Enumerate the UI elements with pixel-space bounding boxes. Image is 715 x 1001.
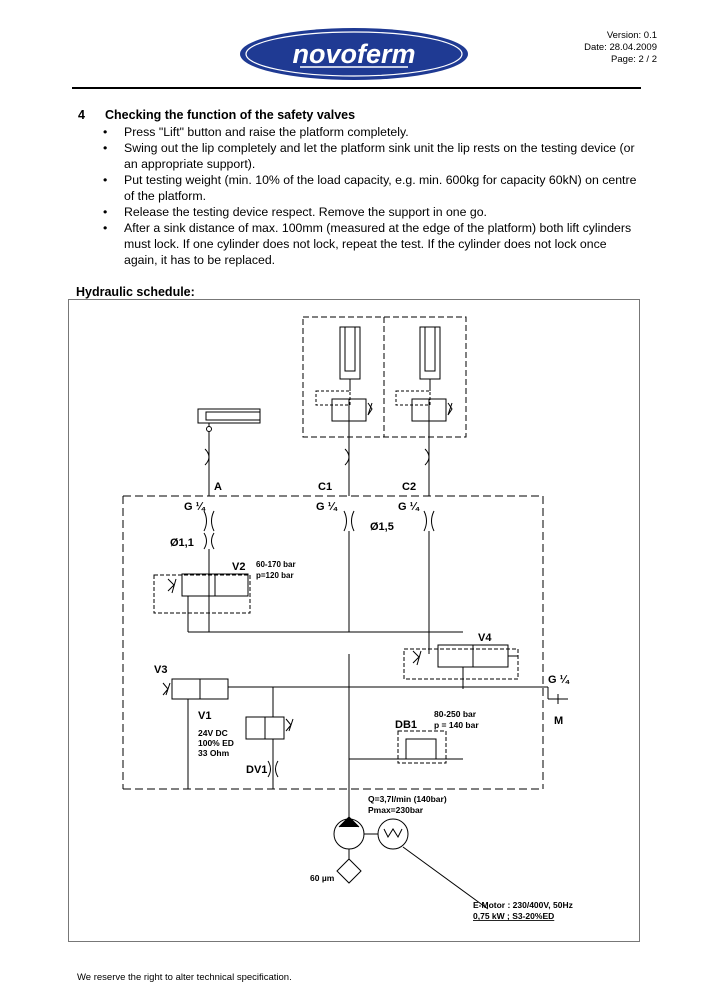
- hydraulic-schematic: A C1 C2 G ¼ G ¼ G ¼ Ø1,5 Ø1,1 V2 60-170 …: [122, 316, 573, 921]
- pump-flow: Q=3,7l/min (140bar): [368, 794, 447, 804]
- db1-setting: p = 140 bar: [434, 720, 479, 730]
- version-text: Version: 0.1: [606, 30, 657, 41]
- list-item: Press "Lift" button and raise the platfo…: [103, 124, 643, 140]
- port-c2-label: C2: [402, 481, 416, 493]
- list-item: After a sink distance of max. 100mm (mea…: [103, 220, 643, 268]
- list-item: Put testing weight (min. 10% of the load…: [103, 172, 643, 204]
- document-meta: Version: 0.1 Date: 28.04.2009 Page: 2 / …: [584, 30, 657, 66]
- section-heading: 4 Checking the function of the safety val…: [78, 108, 355, 122]
- hydraulic-title: Hydraulic schedule:: [76, 285, 195, 299]
- orifice-a-label: Ø1,1: [170, 537, 194, 549]
- list-item: Release the testing device respect. Remo…: [103, 204, 643, 220]
- v1-spec-voltage: 24V DC: [198, 728, 228, 738]
- novoferm-logo: novoferm: [240, 28, 468, 80]
- date-text: Date: 28.04.2009: [584, 42, 657, 53]
- page-number: Page: 2 / 2: [611, 54, 657, 65]
- section-number: 4: [78, 108, 85, 122]
- motor-spec-1: E-Motor : 230/400V, 50Hz: [473, 900, 573, 910]
- v1-label: V1: [198, 710, 211, 722]
- g-c1-label: G ¼: [316, 501, 338, 513]
- orifice-c-label: Ø1,5: [370, 521, 394, 533]
- port-a-label: A: [214, 481, 222, 493]
- pump-pmax: Pmax=230bar: [368, 805, 424, 815]
- port-c1-label: C1: [318, 481, 332, 493]
- footer-note: We reserve the right to alter technical …: [77, 972, 292, 983]
- diagram-frame: [68, 299, 640, 942]
- v2-range: 60-170 bar: [256, 560, 296, 569]
- filter-label: 60 µm: [310, 873, 335, 883]
- g-c2-label: G ¼: [398, 501, 420, 513]
- v4-label: V4: [478, 632, 492, 644]
- list-item: Swing out the lip completely and let the…: [103, 140, 643, 172]
- v2-setting: p=120 bar: [256, 571, 294, 580]
- section-title: Checking the function of the safety valv…: [105, 108, 356, 122]
- v1-spec-resistance: 33 Ohm: [198, 748, 230, 758]
- port-m-label: M: [554, 715, 563, 727]
- v1-spec-duty: 100% ED: [198, 738, 234, 748]
- motor-spec-2: 0,75 kW ; S3-20%ED: [473, 911, 554, 921]
- db1-label: DB1: [395, 719, 417, 731]
- logo-text: novoferm: [292, 39, 415, 69]
- v2-label: V2: [232, 561, 245, 573]
- g-a-label: G ¼: [184, 501, 206, 513]
- db1-range: 80-250 bar: [434, 709, 477, 719]
- g-m-label: G ¼: [548, 674, 570, 686]
- header-rule: [72, 87, 641, 89]
- dv1-label: DV1: [246, 764, 267, 776]
- v3-label: V3: [154, 664, 167, 676]
- instruction-list: Press "Lift" button and raise the platfo…: [103, 124, 643, 268]
